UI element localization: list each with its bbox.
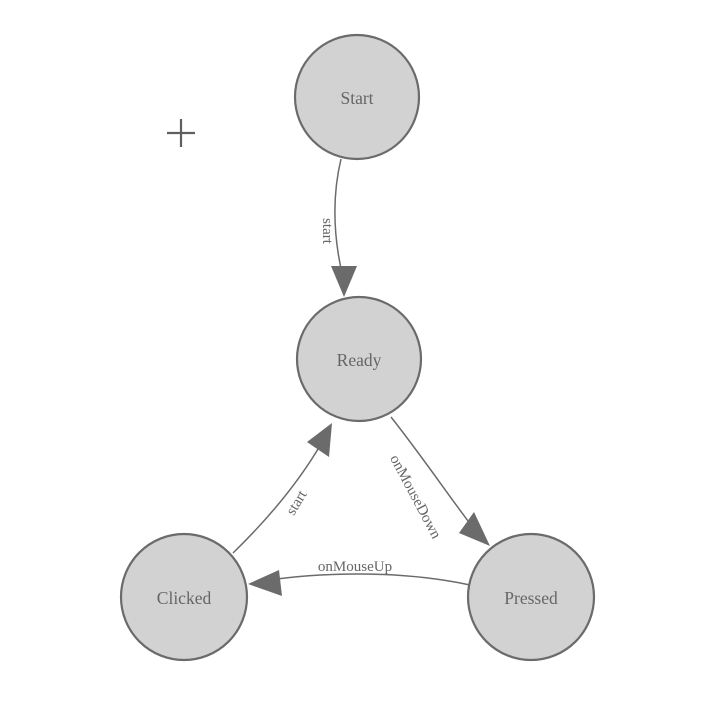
node-ready[interactable]: Ready xyxy=(295,295,423,423)
node-clicked-circle xyxy=(119,532,249,662)
edge-start-to-ready-arrowhead xyxy=(331,266,357,297)
edge-pressed-to-clicked-path xyxy=(262,573,471,586)
edge-clicked-to-ready-path xyxy=(232,443,322,554)
node-clicked[interactable]: Clicked xyxy=(119,532,249,662)
node-ready-circle xyxy=(295,295,423,423)
edge-pressed-to-clicked[interactable]: onMouseUp xyxy=(248,559,471,596)
edge-start-to-ready[interactable]: start xyxy=(319,158,357,297)
node-start[interactable]: Start xyxy=(293,33,421,161)
node-ready-label: Ready xyxy=(337,350,382,370)
edge-ready-to-pressed[interactable]: onMouseDown xyxy=(386,416,490,546)
node-pressed[interactable]: Pressed xyxy=(466,532,596,662)
edge-pressed-to-clicked-label: onMouseUp xyxy=(318,559,392,575)
node-start-circle xyxy=(293,33,421,161)
node-pressed-circle xyxy=(466,532,596,662)
edge-pressed-to-clicked-arrowhead xyxy=(248,570,282,596)
crosshair-icon xyxy=(167,119,195,147)
node-start-label: Start xyxy=(340,88,373,108)
node-pressed-label: Pressed xyxy=(504,588,558,608)
edge-clicked-to-ready[interactable]: start xyxy=(232,423,332,554)
edge-ready-to-pressed-label: onMouseDown xyxy=(386,452,444,542)
node-clicked-label: Clicked xyxy=(157,588,212,608)
edge-ready-to-pressed-arrowhead xyxy=(459,512,490,546)
edge-start-to-ready-label: start xyxy=(319,218,335,245)
edge-clicked-to-ready-arrowhead xyxy=(307,423,332,457)
edge-start-to-ready-path xyxy=(334,158,345,283)
